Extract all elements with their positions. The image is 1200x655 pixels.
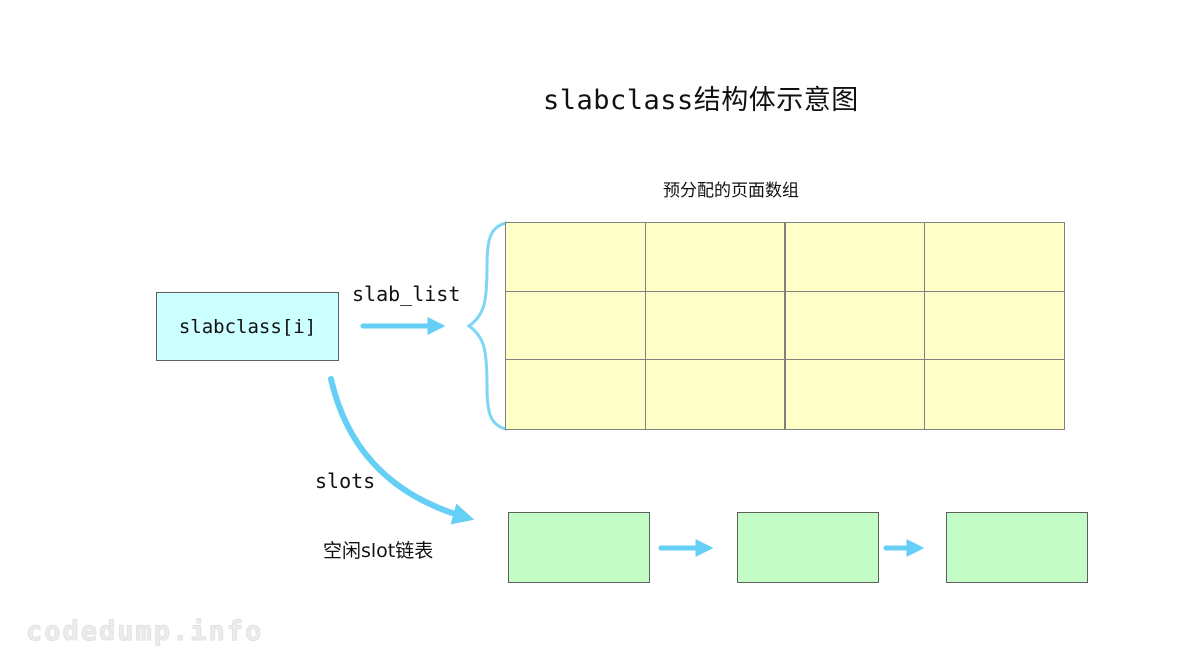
slabclass-box-label: slabclass[i] bbox=[178, 315, 317, 338]
free-slot-box bbox=[946, 512, 1088, 583]
page-cell bbox=[785, 223, 925, 292]
slots-label: slots bbox=[315, 469, 376, 493]
slabclass-box: slabclass[i] bbox=[156, 292, 339, 361]
page-cell bbox=[506, 291, 646, 361]
page-cell bbox=[506, 360, 646, 429]
page-array-label: 预分配的页面数组 bbox=[663, 181, 799, 201]
page-cell bbox=[646, 360, 785, 429]
diagram-title: slabclass结构体示意图 bbox=[543, 85, 859, 116]
slab-list-label: slab_list bbox=[352, 282, 461, 306]
page-cell bbox=[925, 360, 1065, 429]
free-slot-list-label: 空闲slot链表 bbox=[323, 540, 434, 562]
page-cell bbox=[785, 291, 925, 361]
page-cell bbox=[924, 223, 1064, 292]
page-array-grid bbox=[505, 222, 1065, 430]
free-slot-box bbox=[737, 512, 879, 583]
watermark: codedump.info bbox=[25, 616, 264, 648]
page-cell bbox=[506, 223, 646, 292]
free-slot-box bbox=[508, 512, 650, 583]
page-cell bbox=[645, 223, 785, 292]
page-cell bbox=[645, 291, 785, 361]
left-brace-icon bbox=[466, 221, 508, 431]
slots-arrow bbox=[328, 376, 475, 525]
page-cell bbox=[785, 360, 925, 429]
page-cell bbox=[924, 292, 1064, 361]
